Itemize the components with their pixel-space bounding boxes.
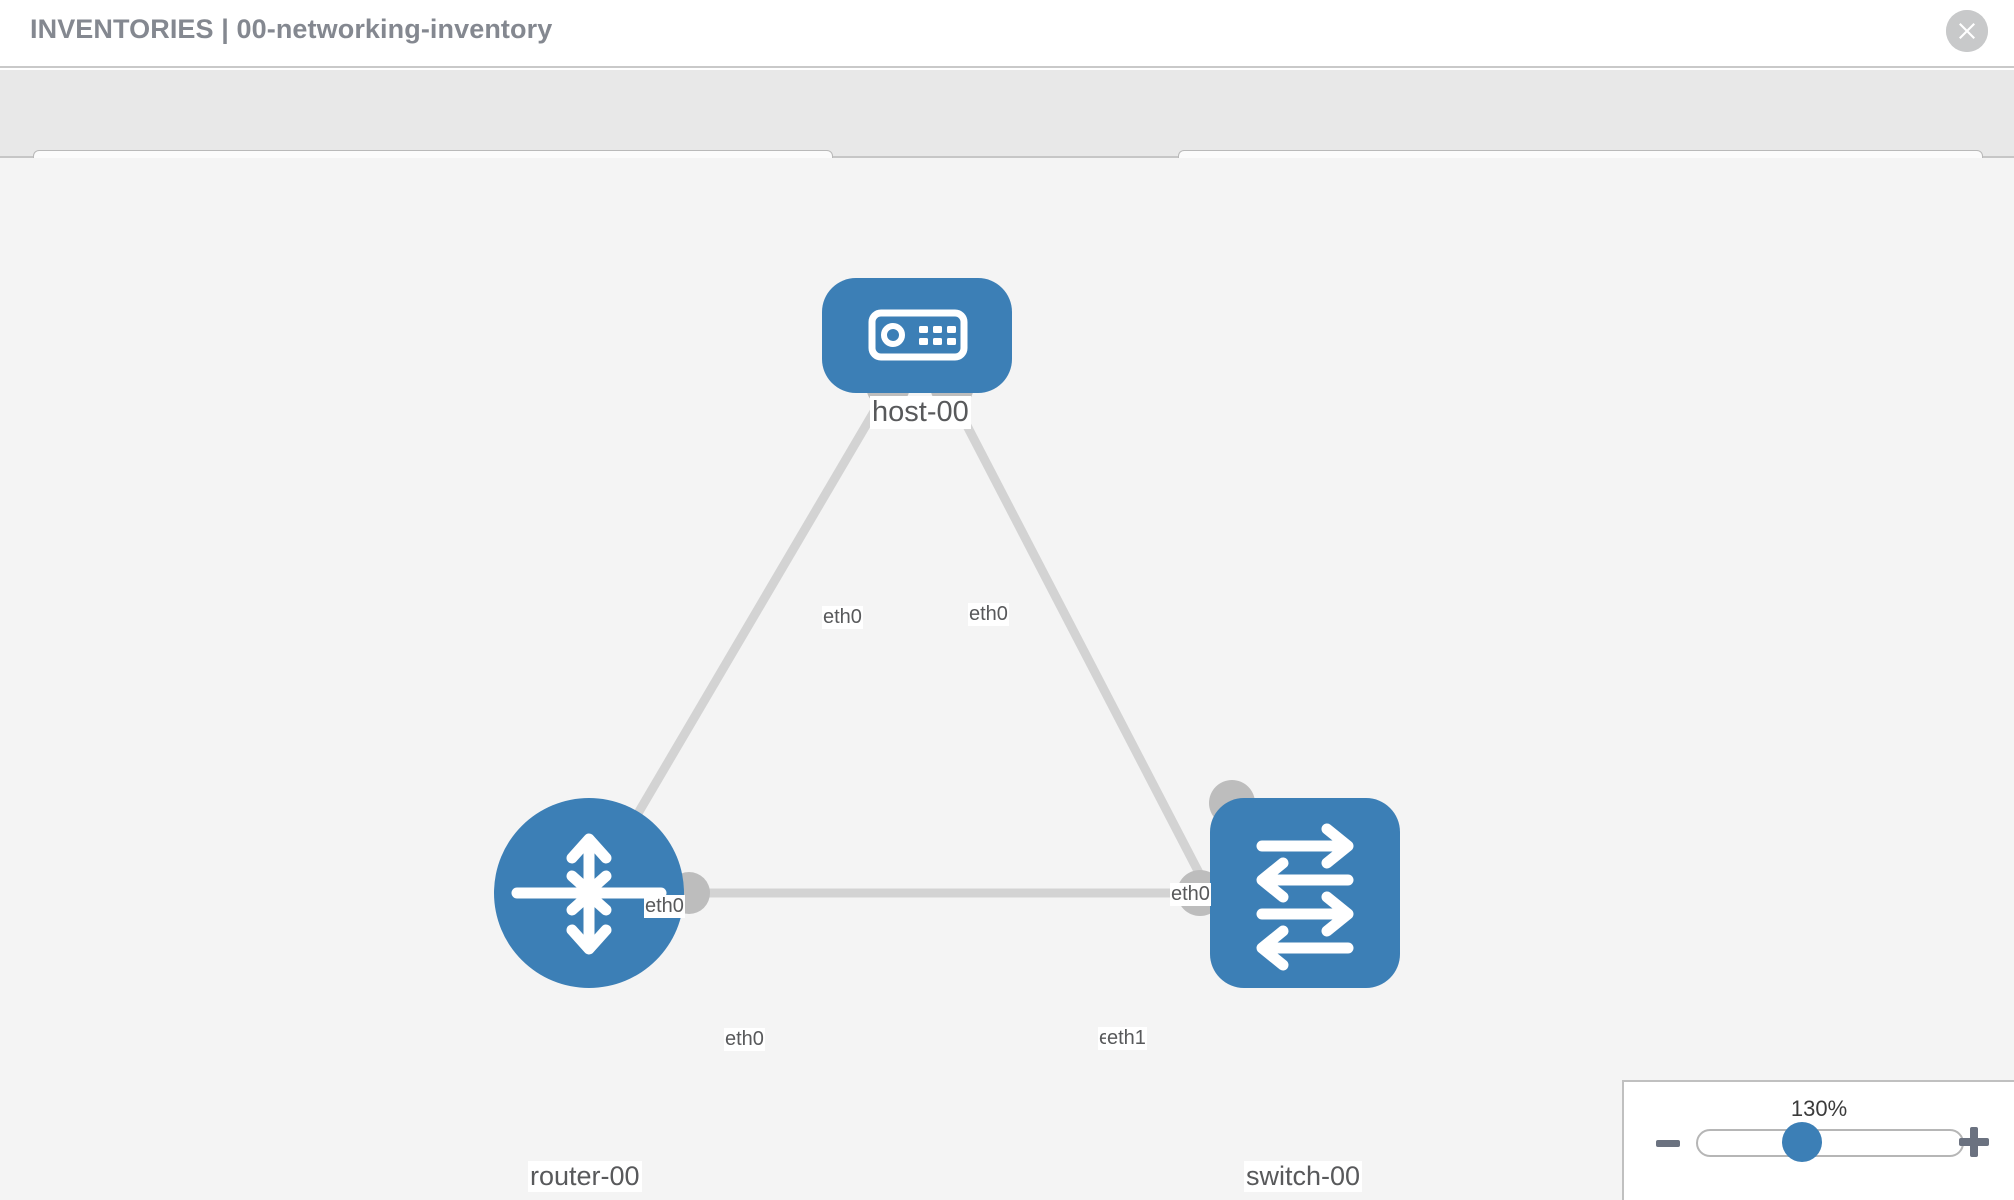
zoom-in-button[interactable] [1954,1122,1994,1167]
zoom-slider-track[interactable] [1696,1129,1964,1157]
switch-arrows-icon [1256,823,1354,971]
server-device-icon [868,309,968,361]
node-label-host-00: host-00 [870,396,971,430]
topology-canvas[interactable]: host-00 router-00 switch-00 eth0 eth0 et… [0,158,2014,1200]
node-router-00 [494,798,684,988]
zoom-out-button[interactable] [1654,1130,1682,1163]
page-title: INVENTORIES | 00-networking-inventory [30,14,553,44]
iface-label-host-right: eth0 [968,603,1009,626]
close-icon[interactable] [1946,10,1988,52]
node-switch-00 [1210,798,1400,988]
router-arrows-icon [511,833,667,955]
node-label-switch-00: switch-00 [1244,1161,1363,1193]
node-label-router-00: router-00 [528,1161,642,1193]
zoom-level-value: 130% [1790,1096,1848,1121]
iface-label-router-eth0: eth0 [724,1028,765,1051]
toolbar: ACTIONS SEARCH [0,70,2014,206]
iface-label-switch-eth1: eth1 [1106,1027,1147,1050]
iface-label-router-uplink: eth0 [644,895,685,918]
iface-label-host-left: eth0 [822,606,863,629]
topology-edges [596,390,1242,951]
page-header: INVENTORIES | 00-networking-inventory [0,0,2014,68]
zoom-slider-thumb[interactable] [1782,1122,1822,1162]
topology-connectors [668,364,1255,916]
zoom-control-panel: 130% [1622,1080,2014,1200]
iface-label-switch-uplink: eth0 [1170,883,1211,906]
node-host-00 [822,278,1012,393]
